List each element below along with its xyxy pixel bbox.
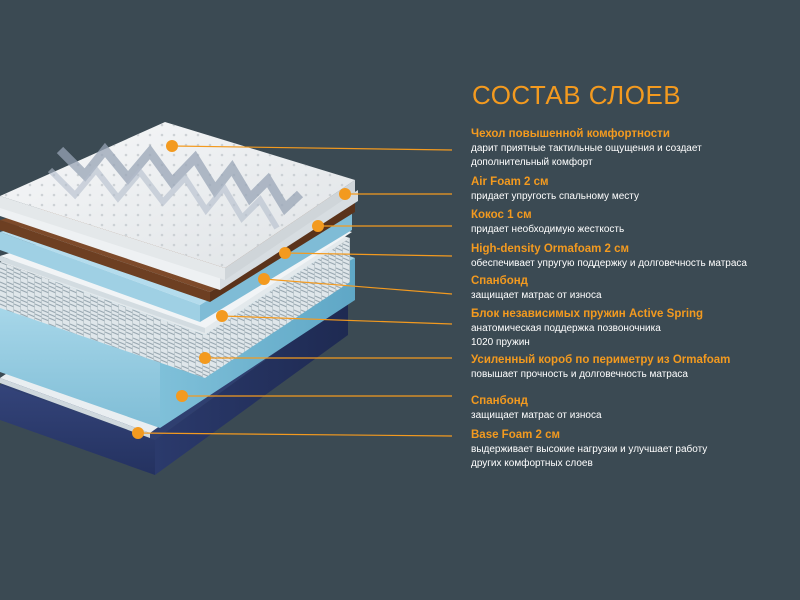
layer-name: Air Foam 2 см — [471, 176, 549, 188]
marker-dot-spring-block — [216, 310, 228, 322]
layer-hd-ormafoam: High-density Ormafoam 2 см обеспечивает … — [471, 242, 793, 271]
layer-air-foam: Air Foam 2 см придает упругость спальном… — [471, 175, 793, 204]
layer-perimeter-box: Усиленный короб по периметру из Ormafoam… — [471, 353, 793, 382]
cover-zigzag-band — [56, 142, 304, 216]
layer-spunbond-upper: Спанбонд защищает матрас от износа — [471, 274, 793, 303]
marker-dot-spunbond-lower — [176, 390, 188, 402]
layer-name: Чехол повышенной комфортности — [471, 128, 670, 140]
layer-cover: Чехол повышенной комфортности дарит прия… — [471, 127, 793, 170]
layer-name: Кокос 1 см — [471, 209, 532, 221]
layer-base-foam: Base Foam 2 см выдерживает высокие нагру… — [471, 428, 793, 471]
marker-dot-cover — [166, 140, 178, 152]
layer-desc: защищает матрас от износа — [471, 410, 602, 421]
marker-dots — [132, 140, 351, 439]
layer-desc: дополнительный комфорт — [471, 157, 593, 168]
hd-ormafoam-side — [200, 212, 352, 322]
marker-dot-base-foam — [132, 427, 144, 439]
cover-side — [225, 180, 355, 280]
base-foam-side — [155, 300, 348, 475]
layer-desc: обеспечивает упругую поддержку и долгове… — [471, 258, 747, 269]
layer-desc: дарит приятные тактильные ощущения и соз… — [471, 143, 702, 154]
air-foam-front — [0, 205, 220, 290]
coconut-front — [0, 220, 210, 302]
spring-block-side — [205, 238, 350, 378]
layer-desc: других комфортных слоев — [471, 458, 593, 469]
layer-desc: повышает прочность и долговечность матра… — [471, 369, 688, 380]
spunbond-upper-edge — [0, 256, 205, 333]
layer-name: Спанбонд — [471, 395, 528, 407]
marker-dot-perimeter-box — [199, 352, 211, 364]
layer-desc: анатомическая поддержка позвоночника — [471, 323, 661, 334]
layer-spunbond-lower: Спанбонд защищает матрас от износа — [471, 394, 793, 423]
cover-front — [0, 196, 225, 280]
marker-dot-hd-ormafoam — [279, 247, 291, 259]
cover-zigzag-band-2 — [47, 165, 280, 230]
layer-coconut: Кокос 1 см придает необходимую жесткость — [471, 208, 793, 237]
layer-desc: выдерживает высокие нагрузки и улучшает … — [471, 444, 708, 455]
layer-spring-block: Блок независимых пружин Active Spring ан… — [471, 307, 793, 350]
hd-ormafoam-front — [0, 232, 200, 322]
layer-desc: 1020 пружин — [471, 337, 530, 348]
layer-desc: придает упругость спальному месту — [471, 191, 639, 202]
spunbond-lower-edge — [0, 378, 150, 438]
cover-quilting — [0, 122, 355, 268]
layer-name: Блок независимых пружин Active Spring — [471, 308, 704, 320]
marker-dot-spunbond-upper — [258, 273, 270, 285]
marker-dot-air-foam — [339, 188, 351, 200]
base-foam-front — [0, 385, 155, 475]
layer-name: Усиленный короб по периметру из Ormafoam — [471, 354, 731, 366]
perimeter-box-front — [0, 300, 160, 428]
marker-dot-coconut — [312, 220, 324, 232]
layer-name: Спанбонд — [471, 275, 528, 287]
page-title: СОСТАВ СЛОЕВ — [472, 80, 682, 110]
spring-block-front — [0, 262, 205, 378]
leader-lines — [137, 145, 453, 437]
layer-name: High-density Ormafoam 2 см — [471, 243, 630, 255]
layer-desc: придает необходимую жесткость — [471, 224, 625, 235]
layer-desc: защищает матрас от износа — [471, 290, 602, 301]
air-foam-side — [220, 190, 358, 290]
layer-name: Base Foam 2 см — [471, 429, 561, 441]
